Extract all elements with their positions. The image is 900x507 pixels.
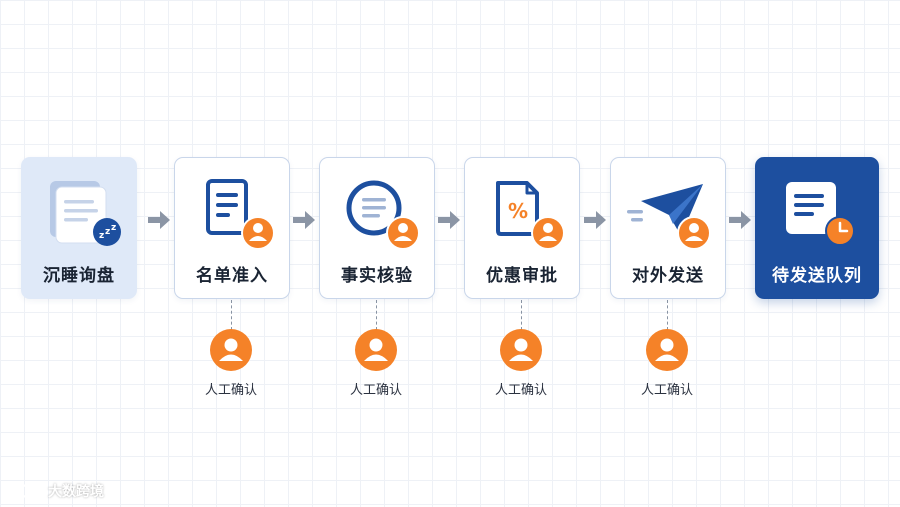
brand-watermark: 大数跨境 [10,480,104,502]
person-icon [646,329,688,371]
queue-clock-icon [786,182,855,246]
step-label: 待发送队列 [772,266,862,286]
verify-circle-person-icon [346,180,420,250]
document-person-icon [206,179,275,250]
sleep-docs-icon: z z z [50,181,121,246]
step-card-list-admission: 名单准入 [174,157,290,299]
dashed-connector [231,300,232,330]
step-label: 沉睡询盘 [43,266,115,286]
step-card-pending-queue: 待发送队列 [755,157,879,299]
manual-confirm-label: 人工确认 [204,383,257,398]
step-card-discount-approval: % 优惠审批 [464,157,580,299]
send-plane-person-icon [627,184,711,250]
step-label: 事实核验 [341,266,413,286]
person-icon [355,329,397,371]
dashed-connector [376,300,377,330]
manual-confirm-label: 人工确认 [640,383,693,398]
step-card-fact-verification: 事实核验 [319,157,435,299]
step-label: 名单准入 [196,266,268,286]
arrow-right-icon [729,211,751,229]
dashed-connector [521,300,522,330]
svg-text:z: z [99,231,104,241]
manual-confirm-label: 人工确认 [494,383,547,398]
step-label: 对外发送 [632,266,704,286]
step-label: 优惠审批 [486,266,558,286]
person-icon [500,329,542,371]
dashed-connector [667,300,668,330]
discount-doc-person-icon: % [496,181,565,250]
arrow-right-icon [148,211,170,229]
brand-logo-icon [10,484,44,498]
person-icon [210,329,252,371]
arrow-right-icon [438,211,460,229]
svg-text:%: % [508,199,528,223]
arrow-right-icon [584,211,606,229]
brand-name: 大数跨境 [48,484,104,500]
step-card-external-send: 对外发送 [610,157,726,299]
svg-text:z: z [111,223,116,233]
svg-text:z: z [105,227,110,237]
arrow-right-icon [293,211,315,229]
manual-confirm-label: 人工确认 [349,383,402,398]
step-card-dormant-inquiry: z z z 沉睡询盘 [21,157,137,299]
